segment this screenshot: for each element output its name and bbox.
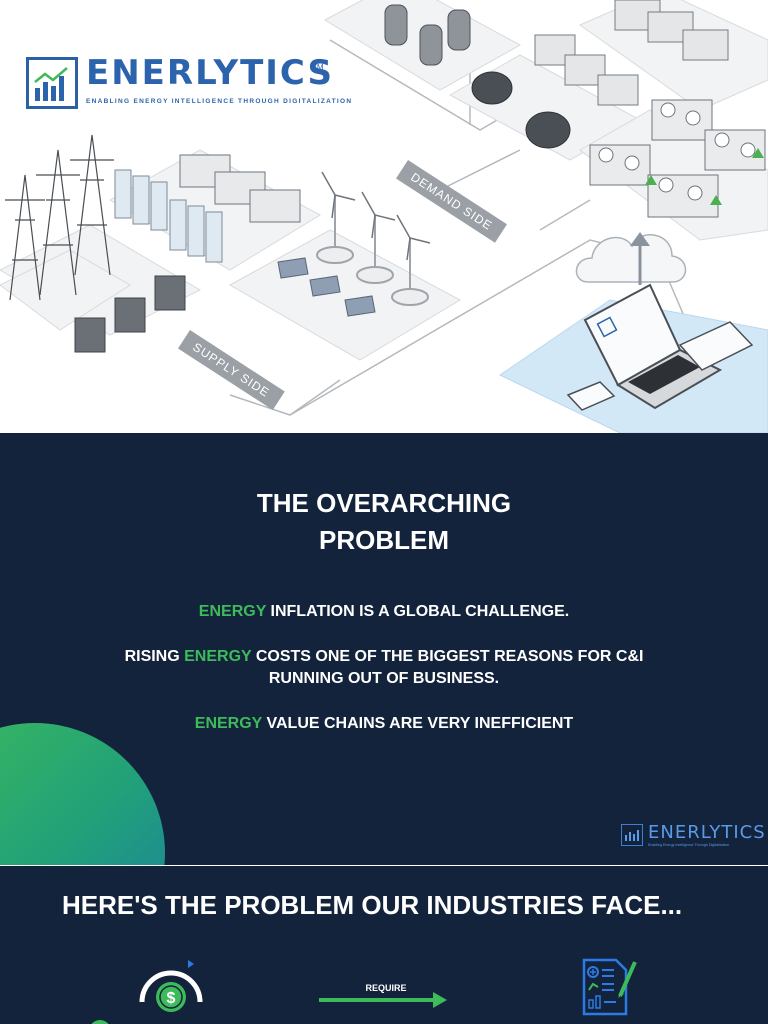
- energy-network-illustration: [0, 0, 768, 433]
- section-title: THE OVERARCHING PROBLEM: [0, 485, 768, 559]
- require-arrow: REQUIRE: [316, 983, 452, 1008]
- footer-logo-wordmark: ENERLYTICS: [648, 822, 766, 843]
- require-label: REQUIRE: [365, 983, 407, 993]
- statement-inflation: ENERGY INFLATION IS A GLOBAL CHALLENGE.: [0, 601, 768, 623]
- energy-keyword: ENERGY: [184, 648, 252, 665]
- footer-logo-tagline: Enabling Energy Intelligence Through Dig…: [648, 843, 730, 847]
- logo-wordmark: ENERLYTICS: [86, 53, 334, 93]
- green-dot-icon: [88, 1016, 112, 1024]
- decorative-gradient-circle: [0, 723, 165, 865]
- overarching-problem-section: THE OVERARCHING PROBLEM ENERGY INFLATION…: [0, 433, 768, 865]
- title-line-2: PROBLEM: [319, 525, 449, 555]
- statement-prefix: RISING: [124, 648, 185, 665]
- statement-line-2: RUNNING OUT OF BUSINESS.: [268, 670, 500, 687]
- arrow-shaft: [319, 998, 437, 1002]
- bar-chart-logo-icon: [621, 824, 643, 846]
- title-line-1: THE OVERARCHING: [256, 488, 512, 518]
- statement-text: COSTS ONE OF THE BIGGEST REASONS FOR C&I: [251, 648, 644, 665]
- industries-problem-section: HERE'S THE PROBLEM OUR INDUSTRIES FACE..…: [0, 866, 768, 1024]
- bar-chart-logo-icon: [26, 57, 78, 109]
- statement-text: VALUE CHAINS ARE VERY INEFFICIENT: [262, 715, 574, 732]
- logo-trademark: TM: [312, 63, 324, 72]
- energy-keyword: ENERGY: [198, 603, 267, 620]
- report-document-icon: [580, 956, 642, 1023]
- svg-text:$: $: [167, 990, 176, 1007]
- enerlytics-logo: ENERLYTICS TM ENABLING ENERGY INTELLIGEN…: [26, 53, 351, 115]
- energy-keyword: ENERGY: [194, 715, 263, 732]
- statement-text: INFLATION IS A GLOBAL CHALLENGE.: [266, 603, 570, 620]
- statement-value-chains: ENERGY VALUE CHAINS ARE VERY INEFFICIENT: [0, 713, 768, 735]
- laptop-icon: [566, 283, 754, 411]
- section-heading: HERE'S THE PROBLEM OUR INDUSTRIES FACE..…: [62, 890, 683, 920]
- footer-logo: ENERLYTICS Enabling Energy Intelligence …: [621, 822, 765, 848]
- dollar-gauge-icon: $: [136, 956, 206, 1024]
- cloud-upload-icon: [575, 232, 687, 285]
- logo-tagline: ENABLING ENERGY INTELLIGENCE THROUGH DIG…: [86, 98, 353, 105]
- statement-rising-costs: RISING ENERGY COSTS ONE OF THE BIGGEST R…: [0, 646, 768, 690]
- arrow-right-icon: [433, 992, 447, 1008]
- section-divider: [0, 865, 768, 866]
- hero-illustration: ENERLYTICS TM ENABLING ENERGY INTELLIGEN…: [0, 0, 768, 433]
